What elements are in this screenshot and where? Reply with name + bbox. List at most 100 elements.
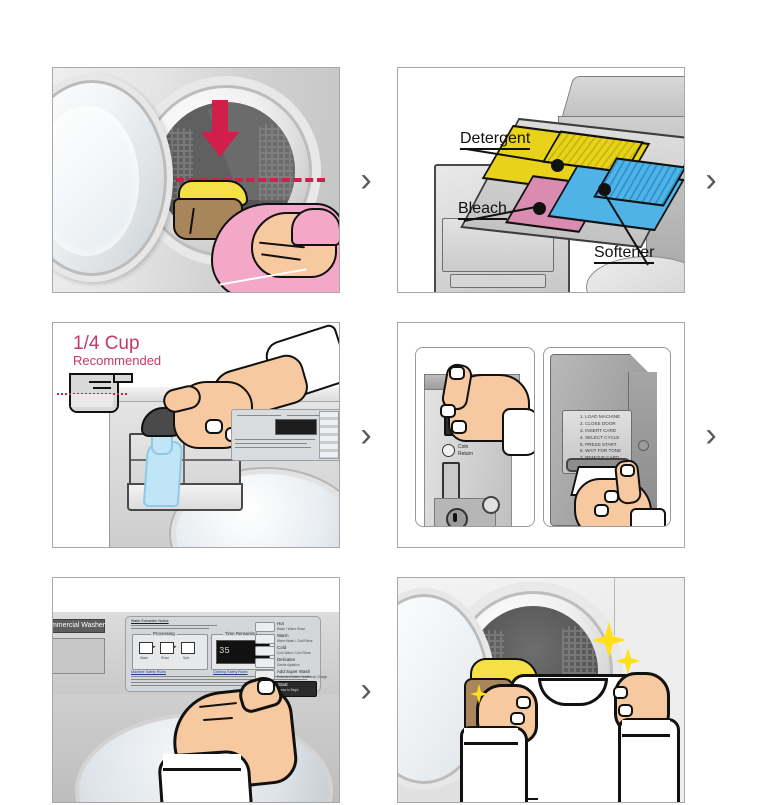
step-arrow-3-to-4: › [360, 416, 372, 454]
notice-heading-clothing: Clothing Safety Rules [213, 670, 248, 674]
glove-cuff [291, 208, 339, 246]
cp-option-column [319, 411, 339, 459]
coin-hand-nail-2 [440, 404, 456, 418]
card-hand-nail-2 [604, 490, 619, 503]
notice-text-3 [131, 682, 303, 683]
card-hand-nail [620, 464, 635, 477]
option-sub-cold: Cold Wash / Cold Rinse [277, 651, 311, 655]
coin-hand-cuff [502, 408, 534, 456]
lock-keyhole [453, 513, 457, 522]
instruction-line-7: 7. REMOVE CARD [580, 455, 626, 462]
option-sub-delicates: Gentle Agitation [277, 663, 300, 667]
left-hand-nail-2 [510, 712, 525, 725]
coin-return-button[interactable] [442, 444, 455, 457]
option-button-warm[interactable] [255, 634, 275, 644]
right-hand-nail-1 [613, 686, 628, 699]
notice-body-line-2 [131, 628, 209, 629]
dispenser-drawer-handle[interactable] [450, 274, 546, 288]
cp-texture-5 [235, 447, 311, 448]
coin-hand-nail [449, 366, 465, 380]
machine-side-plate [53, 638, 105, 674]
subpanel-coin-slot: Coin Return [415, 347, 535, 527]
measuring-cup-grad-1 [89, 381, 111, 383]
instruction-line-3: 3. INSERT CARD [580, 427, 617, 433]
option-label-delicates: Delicates [277, 657, 296, 662]
instruction-line-5: 5. PRESS START [580, 441, 617, 447]
machine-badge [53, 619, 105, 633]
step-arrow-2-to-3: › [705, 161, 717, 199]
label-detergent: Detergent [460, 130, 531, 150]
processing-icon-1 [139, 642, 153, 654]
step-panel-2: Detergent Bleach Softener [397, 67, 685, 293]
time-remaining-title: Time Remaining [223, 631, 259, 636]
card-reader-instructions: 1. LOAD MACHINE 2. CLOSE DOOR 3. INSERT … [580, 414, 626, 462]
press-fingernail [257, 679, 275, 695]
notice-body-line-1 [131, 625, 217, 626]
option-sub-add-super-wash: Extended Wash / Additional Charge [277, 675, 328, 679]
lower-knob[interactable] [482, 496, 500, 514]
left-cuff [464, 728, 518, 745]
cp-texture-1 [237, 415, 281, 416]
door-lock[interactable] [446, 508, 468, 526]
processing-step-rinse: Rinse [161, 656, 170, 660]
callout-qualifier: Recommended [73, 353, 162, 368]
processing-step-spin: Spin [183, 656, 190, 660]
cp-texture-3 [235, 439, 315, 440]
instruction-line-6: 6. WAIT FOR TONE [580, 448, 622, 454]
processing-step-wash: Wash [140, 656, 149, 660]
step-panel-3: 1/4 Cup Recommended [52, 322, 340, 548]
sparkle-icon-small [470, 684, 488, 704]
start-button-sub: Press to Begin [278, 688, 299, 692]
coin-hand-nail-3 [451, 420, 467, 434]
label-softener: Softener [594, 244, 655, 264]
option-label-warm: Warm [277, 633, 289, 638]
card-hand-cuff [630, 508, 666, 526]
notice-heading-top: Water Extraction Notice [131, 619, 169, 623]
callout-amount: 1/4 Cup [73, 333, 140, 354]
notice-text-4 [131, 685, 261, 686]
processing-arrow-2: ▸ [174, 644, 177, 650]
option-button-delicates[interactable] [255, 658, 275, 668]
option-sub-warm: Warm Wash / Cold Rinse [277, 639, 313, 643]
down-arrow-icon [201, 100, 239, 157]
machine-badge-text: Commercial Washer [52, 622, 106, 629]
instruction-line-2: 2. CLOSE DOOR [580, 420, 616, 426]
label-bleach: Bleach [458, 200, 507, 220]
fingernail-1 [205, 419, 223, 434]
leader-dot-bleach [533, 202, 546, 215]
card-machine-side-hole[interactable] [638, 440, 649, 451]
notice-heading-machine: Machine Safety Rules [131, 670, 166, 674]
leader-dot-softener [598, 183, 611, 196]
processing-title: Processing [151, 631, 177, 636]
instruction-line-1: 1. LOAD MACHINE [580, 414, 621, 419]
cp-texture-4 [235, 443, 307, 444]
cp-texture-2 [287, 415, 321, 416]
notice-text-2 [131, 679, 307, 680]
step-arrow-1-to-2: › [360, 161, 372, 199]
option-button-cold[interactable] [255, 646, 275, 656]
door-glass [53, 106, 139, 256]
drawer-divider-h [131, 459, 235, 461]
card-hand-nail-3 [594, 504, 609, 517]
leader-dot-detergent [551, 159, 564, 172]
coin-return-label-line1: Coin [458, 444, 469, 450]
cp-window [275, 419, 317, 435]
measuring-cup-spout [113, 373, 133, 383]
step-arrow-4-to-5: › [705, 416, 717, 454]
instruction-line-4: 4. SELECT CYCLE [580, 434, 620, 440]
right-cuff [622, 720, 670, 737]
option-button-hot[interactable] [255, 622, 275, 632]
option-label-add-super-wash: Add Super Wash [277, 669, 311, 674]
right-hand-nail-2 [618, 704, 633, 717]
time-remaining-value: 35 [219, 646, 230, 656]
step-panel-4: Coin Return 1. LOAD MACHINE 2. CL [397, 322, 685, 548]
coin-return-label-line2: Return [458, 451, 474, 457]
option-label-cold: Cold [277, 645, 287, 650]
sparkle-icon-large [592, 622, 626, 658]
left-hand-nail-1 [516, 696, 531, 709]
step-arrow-5-to-6: › [360, 671, 372, 709]
press-sleeve-cuff [163, 754, 241, 771]
sparkle-icon-medium [616, 648, 640, 674]
option-label-hot: Hot [277, 621, 284, 626]
